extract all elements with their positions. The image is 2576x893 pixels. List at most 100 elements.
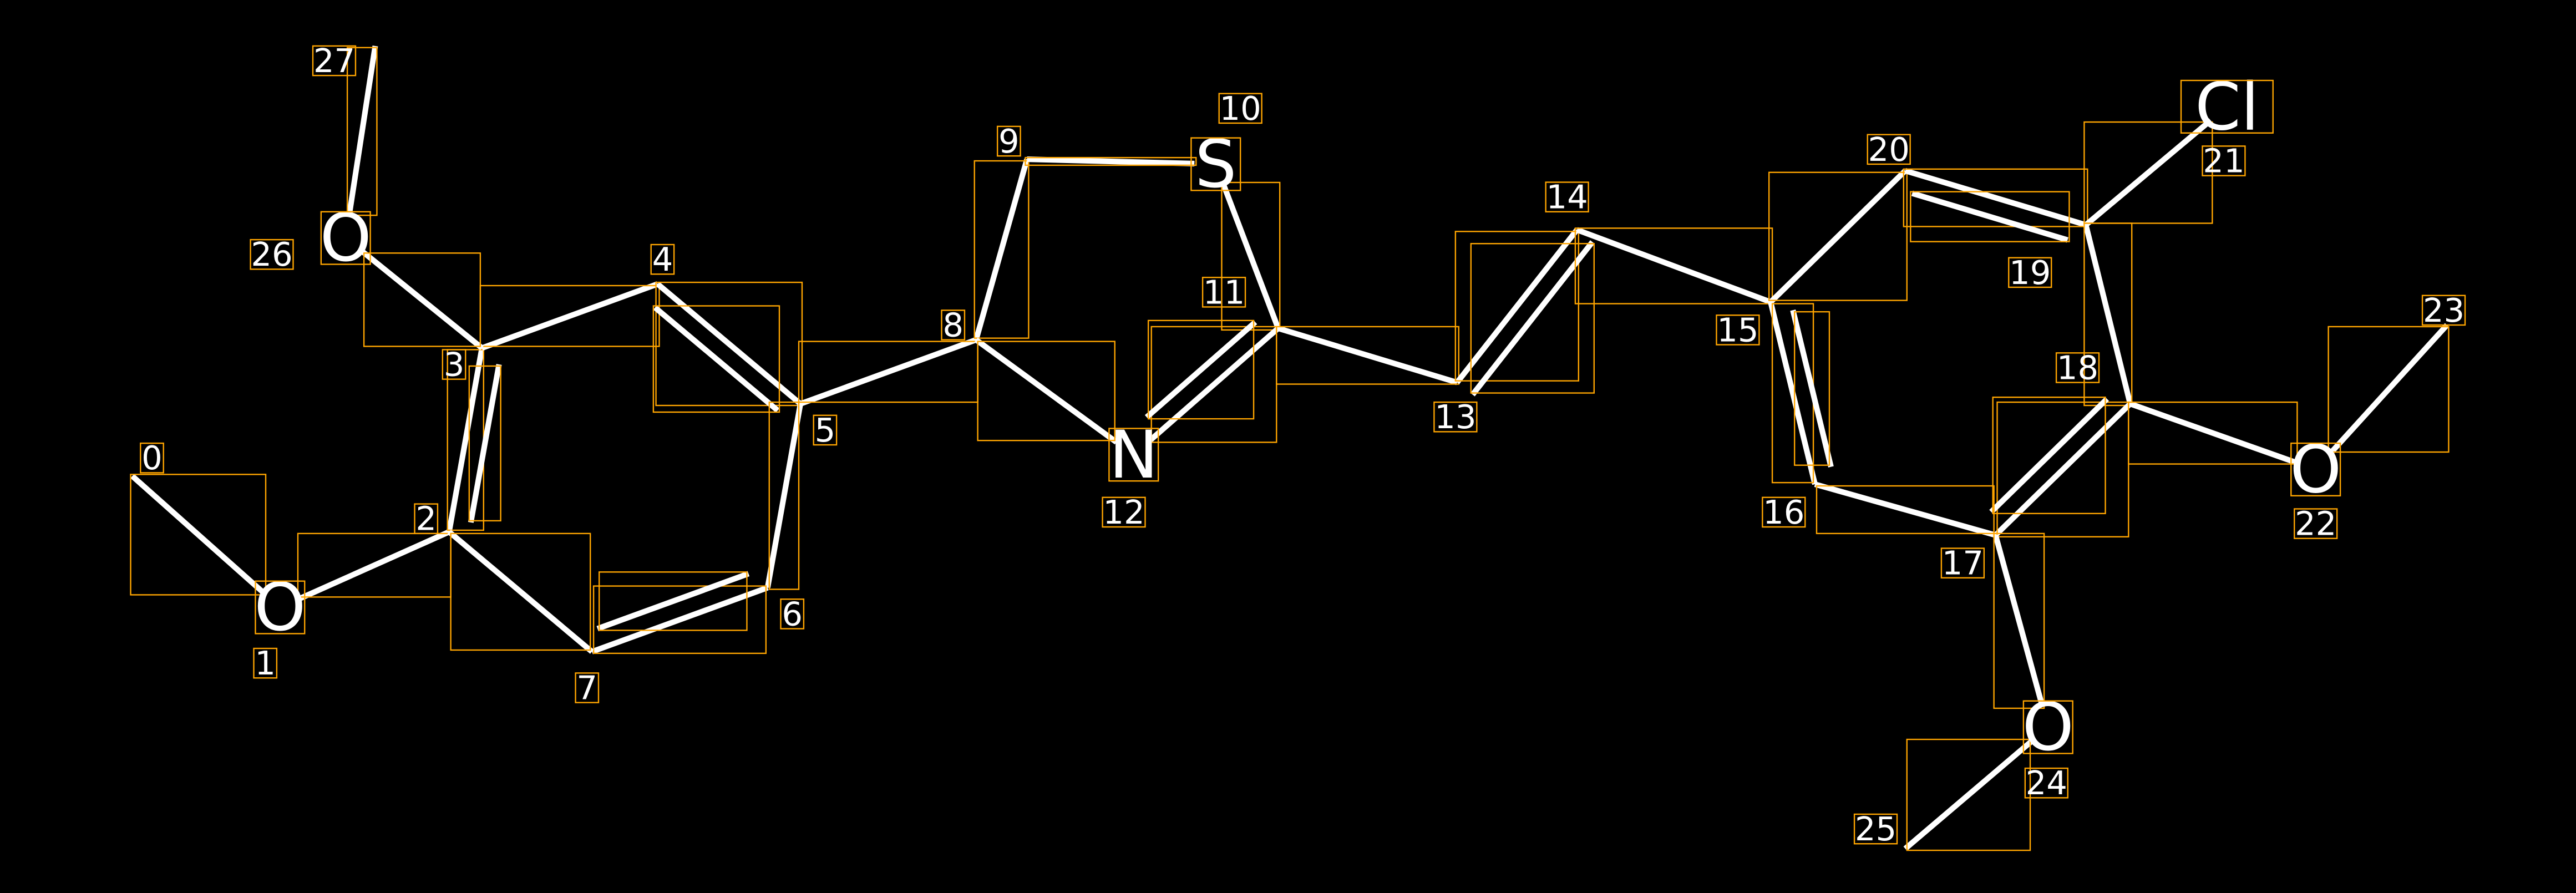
bond-line [1027, 156, 1195, 166]
bond-line [2083, 224, 2133, 405]
bond-box [1816, 485, 1995, 535]
bond-19-18 [2083, 222, 2133, 407]
atom-15: 15 [1716, 311, 1760, 349]
atom-index-label: 22 [2295, 505, 2336, 543]
bond-20-19 [1903, 168, 2088, 243]
bond-box [1910, 191, 2070, 242]
atom-label-box [320, 211, 371, 265]
bond-line [973, 158, 1030, 341]
bond-line [1768, 169, 1908, 305]
index-label-box [250, 239, 294, 270]
bond-line [1994, 402, 2132, 537]
index-label-box [2421, 295, 2466, 326]
atom-7: 7 [575, 669, 600, 707]
bond-18-22 [2128, 401, 2298, 465]
bond-line-double [1790, 309, 1834, 468]
bond-box [768, 401, 800, 590]
atom-10: S10 [1190, 89, 1262, 202]
bond-box [1147, 319, 1255, 420]
bond-line-double [1911, 190, 2068, 243]
atom-index-label: 26 [251, 235, 292, 273]
index-label-box [941, 309, 966, 341]
atom-25: 25 [1853, 810, 1898, 848]
index-label-box [1716, 314, 1760, 346]
atom-index-label: 15 [1717, 311, 1758, 349]
atom-index-label: 21 [2203, 142, 2244, 180]
index-label-box [1433, 401, 1478, 433]
atom-index-label: 20 [1868, 130, 1910, 169]
bond-8-9 [973, 158, 1030, 341]
index-label-box [1867, 134, 1911, 165]
atom-index-label: 18 [2057, 348, 2098, 387]
atom-5: 5 [813, 411, 838, 449]
bond-box [655, 281, 803, 407]
bond-line [1220, 183, 1281, 329]
bond-26-27 [346, 45, 378, 217]
bond-line [346, 45, 378, 217]
bond-box [2083, 121, 2213, 224]
bond-17-16 [1814, 481, 1996, 538]
atom-index-label: 4 [652, 240, 673, 278]
index-label-box [2055, 352, 2100, 383]
bond-line [1148, 326, 1280, 443]
bond-line [656, 282, 803, 406]
bond-17-24 [1992, 532, 2045, 709]
atom-index-label: 17 [1942, 544, 1984, 582]
atom-14: 14 [1545, 178, 1589, 216]
index-label-box [1545, 181, 1589, 212]
bond-box [1025, 156, 1197, 166]
bond-box [1574, 227, 1773, 305]
bond-box [1996, 401, 2129, 537]
bond-7-2 [447, 530, 594, 654]
atom-label-box [2180, 79, 2274, 134]
bond-box [1993, 532, 2045, 709]
atom-index-label: 12 [1103, 493, 1144, 531]
index-label-box [1762, 496, 1806, 528]
bond-line [764, 403, 803, 588]
atom-11: 11 [1201, 273, 1246, 311]
bond-line [298, 529, 450, 601]
index-label-box [140, 442, 164, 474]
atom-index-label: 23 [2423, 291, 2465, 329]
bond-box [468, 365, 501, 522]
index-label-box [1201, 276, 1246, 308]
bond-13-14 [1454, 228, 1595, 397]
atom-1: O1 [253, 569, 306, 682]
index-label-box [575, 672, 600, 703]
atom-index-label: 25 [1855, 810, 1896, 848]
bond-10-11 [1220, 181, 1281, 331]
bond-line [799, 337, 977, 407]
bond-3-4 [479, 281, 660, 351]
index-label-box [650, 243, 675, 275]
atom-element-label: O [254, 569, 306, 646]
index-label-box [312, 45, 357, 77]
index-label-box [253, 647, 278, 679]
atom-label-box [2290, 442, 2341, 496]
atom-index-label: 19 [2009, 253, 2051, 292]
atom-27: 27 [312, 42, 357, 80]
bond-box [2128, 401, 2298, 465]
bonds-layer [130, 45, 2450, 851]
bond-line [2327, 323, 2450, 456]
bond-line [1814, 481, 1996, 538]
bond-box [1221, 181, 1281, 331]
bond-5-6 [764, 401, 803, 590]
atom-element-label: O [320, 200, 372, 276]
bond-4-5 [652, 281, 803, 413]
bond-1-2 [297, 529, 452, 601]
atom-index-label: 27 [313, 42, 355, 80]
atom-index-label: 6 [782, 595, 803, 633]
bond-box [592, 585, 767, 654]
bond-box [1768, 171, 1908, 301]
atom-16: 16 [1762, 493, 1806, 531]
bond-box [363, 252, 481, 347]
index-label-box [414, 503, 439, 535]
atom-label-box [2022, 700, 2073, 754]
atom-element-label: O [2022, 689, 2074, 765]
bond-19-21 [2083, 118, 2213, 227]
atom-4: 4 [650, 240, 675, 278]
bond-line [1904, 168, 2087, 228]
index-label-box [813, 414, 838, 446]
bond-line [130, 474, 266, 596]
